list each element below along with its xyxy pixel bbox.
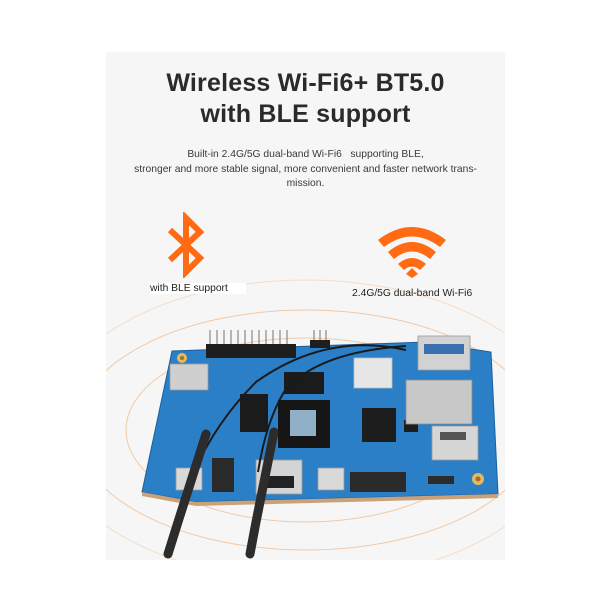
bluetooth-icon xyxy=(167,212,205,278)
bluetooth-caption: with BLE support xyxy=(150,283,246,294)
product-feature-panel: Wireless Wi-Fi6+ BT5.0 with BLE support … xyxy=(106,52,505,560)
feature-description: Built-in 2.4G/5G dual-band Wi-Fi6 suppor… xyxy=(106,148,505,192)
title-line-1: Wireless Wi-Fi6+ BT5.0 xyxy=(166,69,445,97)
page-title: Wireless Wi-Fi6+ BT5.0 with BLE support xyxy=(106,68,505,130)
description-line-3: mission. xyxy=(286,178,325,189)
wifi-icon xyxy=(378,227,446,278)
description-line-1: Built-in 2.4G/5G dual-band Wi-Fi6 suppor… xyxy=(187,149,424,160)
wifi-caption: 2.4G/5G dual-band Wi-Fi6 xyxy=(352,288,473,299)
title-line-2: with BLE support xyxy=(200,100,411,128)
description-line-2: stronger and more stable signal, more co… xyxy=(134,163,477,175)
product-image-board xyxy=(141,330,499,559)
